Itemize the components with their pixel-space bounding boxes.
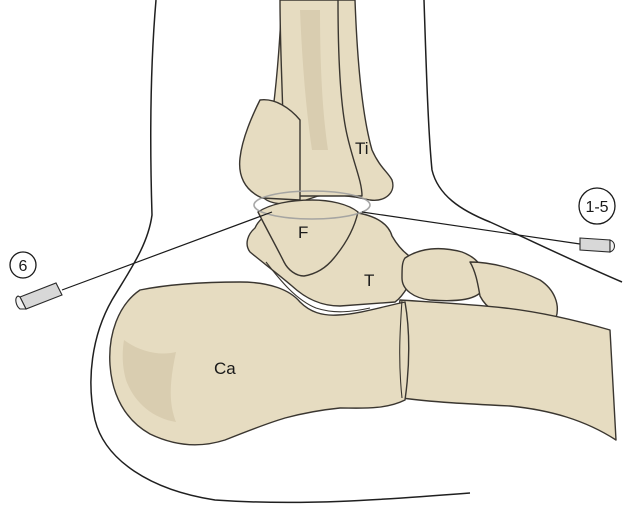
callout-lateral: 6 [10,252,36,278]
medial-pin [580,238,615,252]
malleolus-bone [240,100,300,200]
callout-medial: 1-5 [579,188,615,224]
label-tibia: Ti [355,139,369,158]
label-calcaneus: Ca [214,359,236,378]
callout-lateral-label: 6 [19,258,28,275]
lateral-wire [62,212,272,290]
callout-medial-label: 1-5 [585,199,608,216]
lateral-pin [16,283,62,309]
navicular-bone [402,249,485,301]
cuboid-bone [397,300,616,440]
label-talus: T [364,271,374,290]
label-fibula: F [298,223,308,242]
